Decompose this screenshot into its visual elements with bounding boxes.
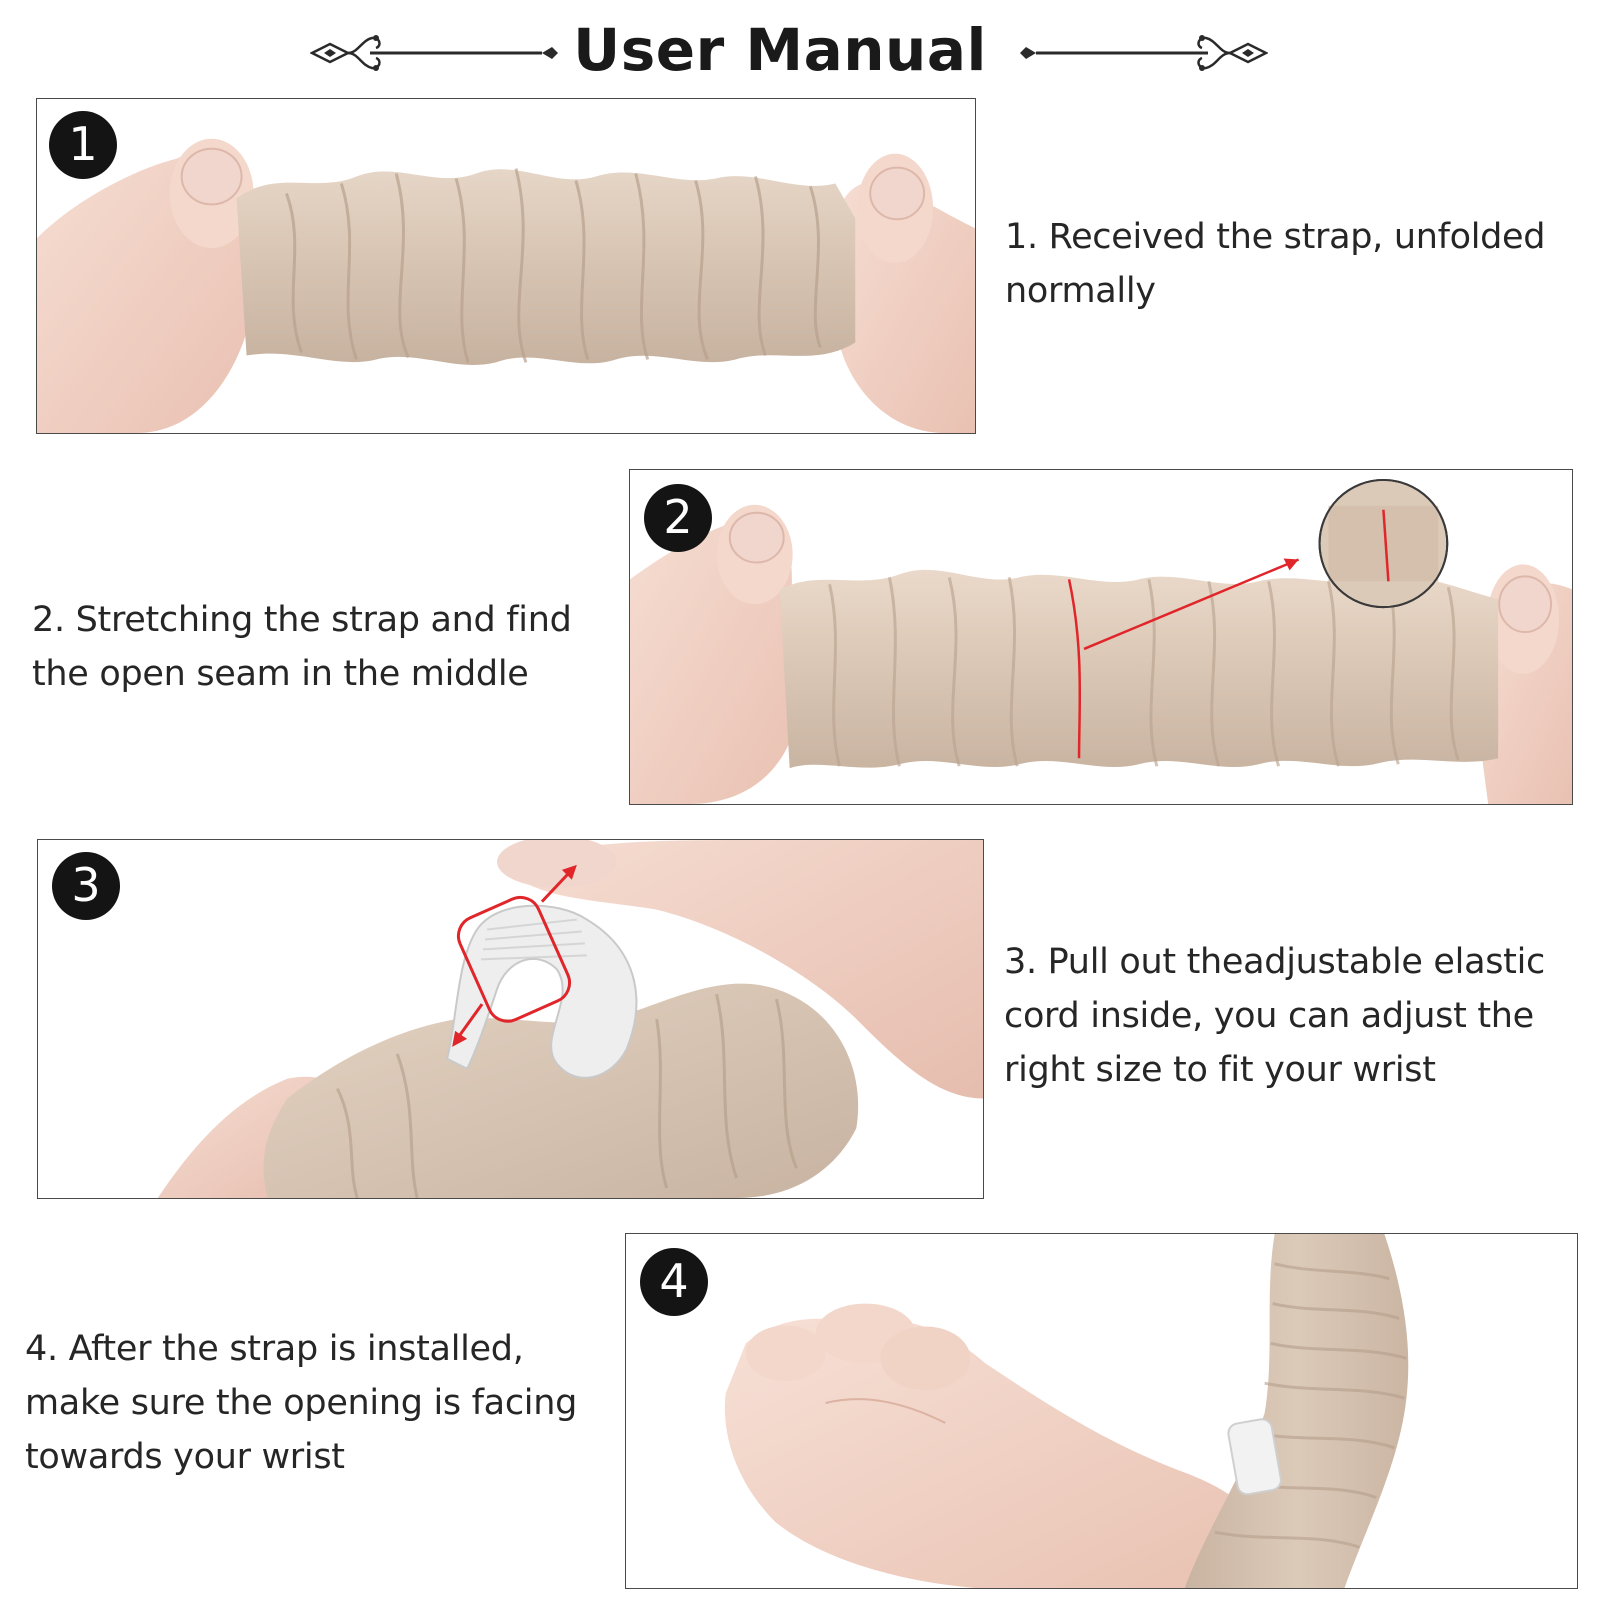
step-3-photo: 3	[37, 839, 984, 1199]
step-4-badge: 4	[640, 1248, 708, 1316]
red-arrow-down-icon	[455, 1003, 484, 1040]
strap-unfolded-image	[37, 138, 975, 433]
strap-stretched-image	[630, 478, 1572, 804]
step-2-text: 2. Stretching the strap and find the ope…	[32, 600, 572, 694]
step-4-photo: 4	[625, 1233, 1578, 1589]
step-2-badge: 2	[644, 484, 712, 552]
page-title: User Manual	[573, 16, 987, 84]
elastic-cord-image	[157, 840, 983, 1198]
flourish-right-icon	[1020, 35, 1268, 71]
step-1-text: 1. Received the strap, unfolded normally	[1005, 217, 1546, 311]
step-3-badge: 3	[52, 852, 120, 920]
header: User Manual	[0, 10, 1600, 100]
step-2-photo: 2	[629, 469, 1573, 805]
red-arrow-up-icon	[540, 868, 573, 903]
step-4-text: 4. After the strap is installed, make su…	[25, 1329, 577, 1477]
flourish-left-icon	[310, 35, 558, 71]
step-1-badge: 1	[49, 111, 117, 179]
step-3-text: 3. Pull out theadjustable elastic cord i…	[1004, 942, 1545, 1090]
step-1-photo: 1	[36, 98, 976, 434]
strap-on-wrist-image	[724, 1234, 1409, 1588]
red-arrow-icon	[1083, 558, 1300, 651]
